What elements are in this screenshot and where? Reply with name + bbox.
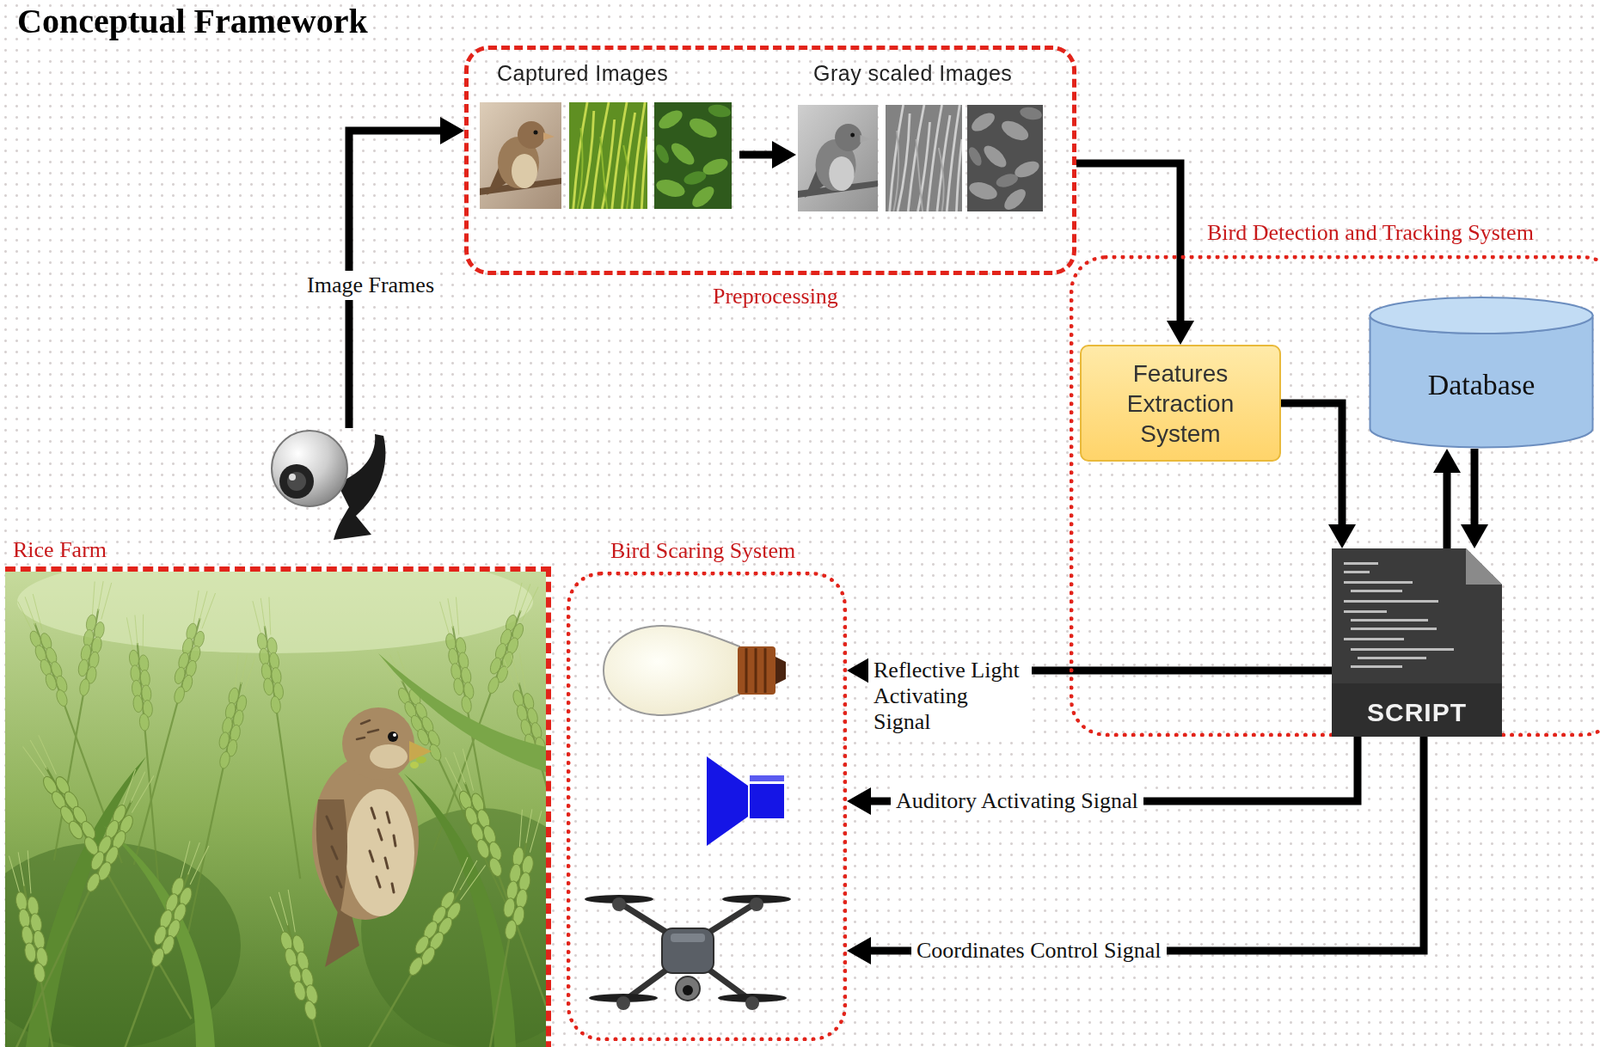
- cylinder-top: [1370, 297, 1594, 334]
- box-label: Database: [1428, 367, 1536, 404]
- edge-label: Auditory Activating Signal: [890, 786, 1144, 816]
- code-line: [1343, 600, 1439, 603]
- box-label: SCRIPT: [1367, 698, 1467, 727]
- rice-farm-frame: Rice Farm: [5, 566, 552, 1047]
- document-fold: [1465, 548, 1502, 585]
- code-line: [1343, 637, 1404, 641]
- box-label: Features Extraction System: [1090, 358, 1271, 449]
- diagram-title: Conceptual Framework: [17, 1, 368, 42]
- database-cylinder: Database: [1368, 295, 1594, 449]
- code-line: [1350, 589, 1403, 593]
- process-box: Features Extraction System: [1079, 344, 1282, 462]
- script-document: SCRIPT: [1331, 548, 1502, 737]
- edge-label: Coordinates Control Signal: [911, 936, 1167, 966]
- grayscale-thumbnails: [797, 104, 1043, 214]
- cylinder-body: [1370, 314, 1594, 448]
- code-line: [1357, 656, 1427, 660]
- code-line: [1343, 570, 1370, 574]
- signal-arrow: [870, 736, 1424, 951]
- code-line: [1343, 581, 1413, 584]
- signal-arrow: [1281, 403, 1343, 525]
- code-line: [1350, 627, 1437, 631]
- panel-heading: Rice Farm: [12, 537, 107, 564]
- rice-farm-photo: [5, 571, 546, 1047]
- scaring-system-panel: Bird Scaring System: [566, 571, 847, 1042]
- code-line: [1343, 562, 1379, 565]
- column-heading: Captured Images: [496, 60, 669, 86]
- panel-heading: Bird Scaring System: [610, 538, 796, 564]
- code-line: [1343, 610, 1387, 614]
- drone-icon: [584, 895, 791, 1011]
- signal-label: Image Frames: [301, 270, 440, 301]
- bird-figure: [312, 707, 432, 968]
- signal-arrow: [1471, 448, 1479, 525]
- detection-system-panel: Features Extraction System DatabaseSCRIPT…: [1069, 255, 1600, 737]
- captured-thumbnails: [479, 102, 732, 211]
- code-line: [1350, 619, 1429, 622]
- code-line: [1350, 665, 1403, 669]
- light-bulb-icon: [603, 625, 786, 716]
- signal-arrow: [1443, 472, 1452, 549]
- grayscale-arrow: [739, 151, 773, 160]
- speaker-icon: [706, 756, 785, 846]
- edge-label: Reflective Light Activating Signal: [868, 655, 1032, 737]
- signal-arrow: [1076, 163, 1181, 321]
- document-footer: [1331, 683, 1502, 737]
- document-body: [1331, 548, 1502, 737]
- preprocessing-panel: PreprocessingCaptured ImagesGray scaled …: [464, 45, 1077, 276]
- webcam-icon: [271, 430, 386, 540]
- panel-heading: Bird Detection and Tracking System: [1207, 220, 1534, 246]
- panel-heading: Preprocessing: [712, 283, 839, 310]
- code-line: [1350, 648, 1454, 651]
- column-heading: Gray scaled Images: [813, 60, 1012, 86]
